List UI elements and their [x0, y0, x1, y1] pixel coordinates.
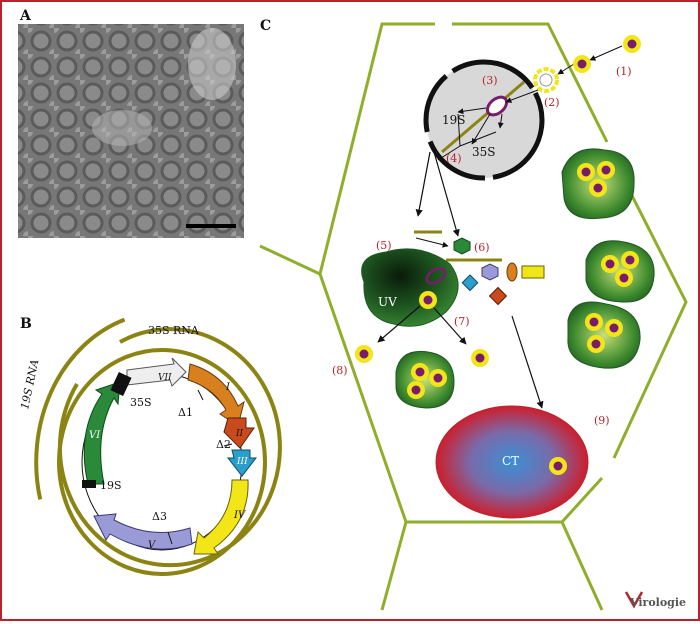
promoter-35s-label: 35S [130, 396, 152, 409]
inclusion-body [567, 301, 641, 369]
inclusion-body [561, 148, 635, 220]
minichromosome [485, 95, 509, 117]
promoter-19s-block [82, 480, 96, 488]
scale-bar [186, 224, 236, 228]
micrograph-light-patch [92, 110, 152, 146]
promoter-19s-label: 19S [100, 479, 122, 492]
protein-pentagon [481, 263, 499, 281]
genome-map [34, 317, 282, 576]
orf-iii-arrow [226, 449, 258, 477]
logo-text: Virologie [629, 596, 686, 609]
protein-red [488, 286, 508, 306]
step-7-label: (7) [454, 315, 470, 328]
orf-vii-arrow [126, 357, 187, 387]
virion-entering [623, 35, 641, 53]
rna-19s-arc [34, 317, 126, 500]
step-3-label: (3) [482, 74, 498, 87]
virion-released [471, 349, 489, 367]
nucleus-35s-label: 35S [472, 145, 496, 159]
virologie-logo: Virologie [624, 591, 686, 609]
micrograph-light-patch [188, 28, 236, 100]
orf-i-label: I [225, 382, 231, 393]
orf-iv-label: IV [233, 510, 247, 521]
panel-c-label: C [260, 18, 271, 34]
step-6-label: (6) [474, 241, 490, 254]
uv-minichromosome [425, 267, 447, 285]
orf-iv-arrow [193, 479, 249, 555]
virion-entering [573, 55, 591, 73]
orf-v-label: V [148, 540, 157, 551]
orf-vii-label: VII [158, 373, 172, 383]
protein-p6 [453, 237, 471, 255]
nucleus-19s-label: 19S [442, 113, 466, 127]
step-1-label: (1) [616, 65, 632, 78]
step-9-label: (9) [594, 414, 610, 427]
ct-label: CT [502, 454, 519, 468]
panel-b-label: B [20, 316, 32, 332]
inclusion-body [585, 240, 655, 303]
rna-35s-arc [57, 327, 282, 568]
step-5-label: (5) [376, 239, 392, 252]
step-8-label: (8) [332, 364, 348, 377]
virion-in-ct [549, 457, 567, 475]
protein-blue [461, 274, 479, 292]
step-2-label: (2) [544, 96, 560, 109]
protein-yellow [521, 265, 545, 279]
delta2-label: Δ2 [216, 438, 231, 451]
uv-label: UV [378, 295, 397, 309]
nucleus [423, 59, 545, 181]
promoter-35s-block [110, 371, 132, 397]
orf-v-arrow [93, 513, 193, 550]
uncoating-virion [533, 67, 559, 93]
delta3-label: Δ3 [152, 510, 167, 523]
nuclear-dna-line [441, 80, 525, 154]
plant-cell-wall [259, 22, 688, 611]
delta3-marker [167, 531, 173, 545]
viroplasm-uv [361, 248, 459, 327]
panel-a-label: A [19, 8, 32, 24]
protein-orange [506, 262, 518, 282]
transmission-body-ct [435, 405, 589, 519]
orf-ii-label: II [235, 429, 244, 439]
orf-iii-label: III [236, 457, 248, 467]
step-4-label: (4) [446, 152, 462, 165]
virion-in-uv [419, 291, 437, 309]
rna-35s-label: 35S RNA [148, 324, 200, 337]
delta1-marker [197, 389, 204, 401]
delta2-marker [223, 443, 233, 447]
genome-ring [57, 348, 267, 576]
delta1-label: Δ1 [178, 406, 193, 419]
orf-i-arrow [187, 363, 245, 427]
orf-ii-arrow [223, 417, 255, 449]
inclusion-body [395, 350, 455, 409]
rna-19s-label: 19S RNA [18, 358, 41, 411]
virion-released [355, 345, 373, 363]
orf-vi-label: VI [89, 430, 101, 441]
